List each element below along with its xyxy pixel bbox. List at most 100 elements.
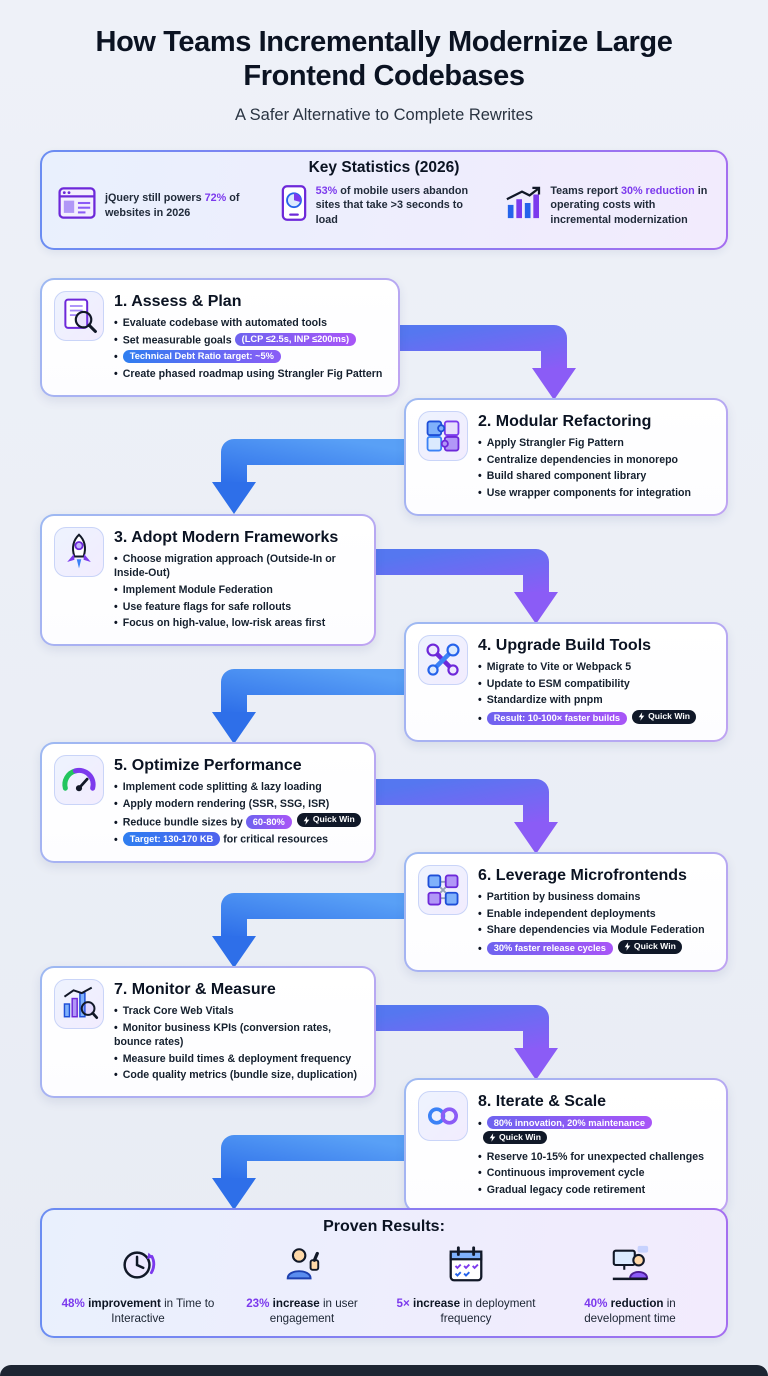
- bullet-text: Apply Strangler Fig Pattern: [486, 437, 624, 449]
- step-card-4: 4. Upgrade Build Tools Migrate to Vite o…: [404, 622, 728, 742]
- bullet-item: Apply Strangler Fig Pattern: [478, 436, 714, 450]
- bullet-item: Choose migration approach (Outside-In or…: [114, 552, 362, 580]
- step-card-5: 5. Optimize Performance Implement code s…: [40, 742, 376, 863]
- bullet-text: Build shared component library: [486, 470, 647, 483]
- bullet-item: Continuous improvement cycle: [478, 1166, 714, 1180]
- bullet-text: Continuous improvement cycle: [486, 1167, 645, 1180]
- quick-win-badge: Quick Win: [617, 940, 682, 954]
- page-subtitle: A Safer Alternative to Complete Rewrites: [234, 106, 534, 124]
- bullet-item: Standardize with pnpm: [478, 693, 714, 707]
- bullet-text: Partition by business domains: [486, 891, 641, 903]
- stat-pre: jQuery still powers: [105, 192, 205, 205]
- bullet-item: Reduce bundle sizes by 60-80%Quick Win: [114, 813, 362, 829]
- stat-item-mobile: 53% of mobile users abandon sites that t…: [281, 184, 488, 227]
- stat-text: Teams report 30% reduction in operating …: [550, 184, 710, 227]
- badge-pill: 80% innovation, 20% maintenance: [486, 1116, 653, 1130]
- step-title: 2. Modular Refactoring: [478, 413, 652, 430]
- flow-arrow-7-8: [368, 1005, 558, 1080]
- step-title: 1. Assess & Plan: [114, 293, 242, 310]
- result-highlight: 23%: [246, 1297, 270, 1310]
- result-rest: in user engagement: [269, 1297, 358, 1326]
- step-bullets: Apply Strangler Fig Pattern Centralize d…: [478, 436, 714, 500]
- bullet-item: Build shared component library: [478, 469, 714, 483]
- tools-icon: [418, 635, 468, 685]
- bullet-pre: Set measurable goals: [122, 334, 235, 347]
- proven-results-title: Proven Results:: [323, 1218, 445, 1235]
- bullet-text: Use wrapper components for integration: [486, 487, 691, 500]
- result-rest: in deployment frequency: [440, 1297, 536, 1326]
- gauge-icon: [54, 755, 104, 805]
- bullet-item: Set measurable goals (LCP ≤2.5s, INP ≤20…: [114, 332, 386, 348]
- bullet-text: Update to ESM compatibility: [486, 677, 630, 690]
- flow-arrow-2-3: [212, 439, 410, 514]
- bullet-text: Share dependencies via Module Federation: [486, 924, 705, 937]
- result-text: 5× increase in deployment frequency: [387, 1296, 545, 1326]
- step-title: 6. Leverage Microfrontends: [478, 867, 687, 884]
- stat-text: jQuery still powers 72% of websites in 2…: [105, 191, 265, 220]
- bullet-text: Centralize dependencies in monorepo: [486, 453, 679, 466]
- result-rest: in Time to Interactive: [111, 1297, 215, 1326]
- bullet-text: Use feature flags for safe rollouts: [122, 600, 292, 613]
- flow-arrow-4-5: [212, 669, 410, 744]
- bullet-text: Track Core Web Vitals: [122, 1005, 234, 1017]
- step-title: 3. Adopt Modern Frameworks: [114, 529, 339, 546]
- bullet-item: Monitor business KPIs (conversion rates,…: [114, 1021, 362, 1049]
- page-title: How Teams Incrementally Modernize Large …: [95, 26, 673, 92]
- bullet-text: Focus on high-value, low-risk areas firs…: [122, 617, 326, 630]
- bullet-item: Gradual legacy code retirement: [478, 1183, 714, 1197]
- flow-arrow-8-results: [212, 1135, 410, 1210]
- badge-pill: (LCP ≤2.5s, INP ≤200ms): [234, 332, 357, 347]
- bullet-text: Implement code splitting & lazy loading: [122, 781, 322, 793]
- bullet-item: Enable independent deployments: [478, 907, 714, 921]
- step-bullets: Choose migration approach (Outside-In or…: [114, 552, 362, 630]
- bullet-item: Centralize dependencies in monorepo: [478, 453, 714, 467]
- flow-arrow-5-6: [368, 779, 558, 854]
- result-highlight: 5×: [396, 1297, 410, 1310]
- result-text: 40% reduction in development time: [551, 1296, 709, 1326]
- key-statistics-title: Key Statistics (2026): [308, 159, 460, 176]
- stat-post: in operating costs with incremental mode…: [550, 185, 708, 226]
- bullet-item: Focus on high-value, low-risk areas firs…: [114, 616, 362, 630]
- puzzle-icon: [418, 411, 468, 461]
- bullet-item: Implement code splitting & lazy loading: [114, 780, 362, 794]
- bar-chart-icon: [503, 186, 541, 225]
- clock-refresh-icon: [117, 1244, 159, 1291]
- bullet-text: Migrate to Vite or Webpack 5: [486, 661, 632, 673]
- step-bullets: Evaluate codebase with automated tools S…: [114, 316, 386, 381]
- stat-text: 53% of mobile users abandon sites that t…: [316, 184, 488, 227]
- flow-arrow-1-2: [386, 325, 576, 400]
- stat-pre: Teams report: [550, 185, 621, 198]
- bullet-post: for critical resources: [220, 833, 329, 846]
- bullet-text: Standardize with pnpm: [486, 694, 603, 707]
- proven-results-row: 48% improvement in Time to Interactive 2…: [56, 1244, 712, 1326]
- step-card-7: 7. Monitor & Measure Track Core Web Vita…: [40, 966, 376, 1098]
- stat-highlight: 30% reduction: [620, 185, 695, 198]
- bullet-item: Measure build times & deployment frequen…: [114, 1052, 362, 1066]
- result-strong: reduction: [610, 1297, 664, 1310]
- bullet-text: Code quality metrics (bundle size, dupli…: [122, 1069, 357, 1082]
- result-item-devtime: 40% reduction in development time: [548, 1244, 712, 1326]
- calendar-icon: [445, 1244, 487, 1291]
- quick-win-label: Quick Win: [499, 1131, 541, 1142]
- result-item-deployment: 5× increase in deployment frequency: [384, 1244, 548, 1326]
- bullet-text: Evaluate codebase with automated tools: [122, 317, 327, 329]
- bullet-item: Update to ESM compatibility: [478, 677, 714, 691]
- step-title: 5. Optimize Performance: [114, 757, 302, 774]
- bullet-item: Use wrapper components for integration: [478, 486, 714, 500]
- flow-arrow-6-7: [212, 893, 410, 968]
- bullet-text: Implement Module Federation: [122, 583, 273, 596]
- bullet-text: Enable independent deployments: [486, 907, 656, 920]
- mobile-pie-icon: [281, 184, 307, 227]
- stat-item-costs: Teams report 30% reduction in operating …: [503, 184, 710, 227]
- stat-highlight: 72%: [204, 192, 227, 205]
- badge-pill: 60-80%: [245, 815, 292, 829]
- result-strong: increase: [272, 1297, 320, 1310]
- step-title: 4. Upgrade Build Tools: [478, 637, 652, 654]
- step-card-8: 8. Iterate & Scale 80% innovation, 20% m…: [404, 1078, 728, 1213]
- developer-desk-icon: [609, 1244, 651, 1291]
- bullet-item: Track Core Web Vitals: [114, 1004, 362, 1018]
